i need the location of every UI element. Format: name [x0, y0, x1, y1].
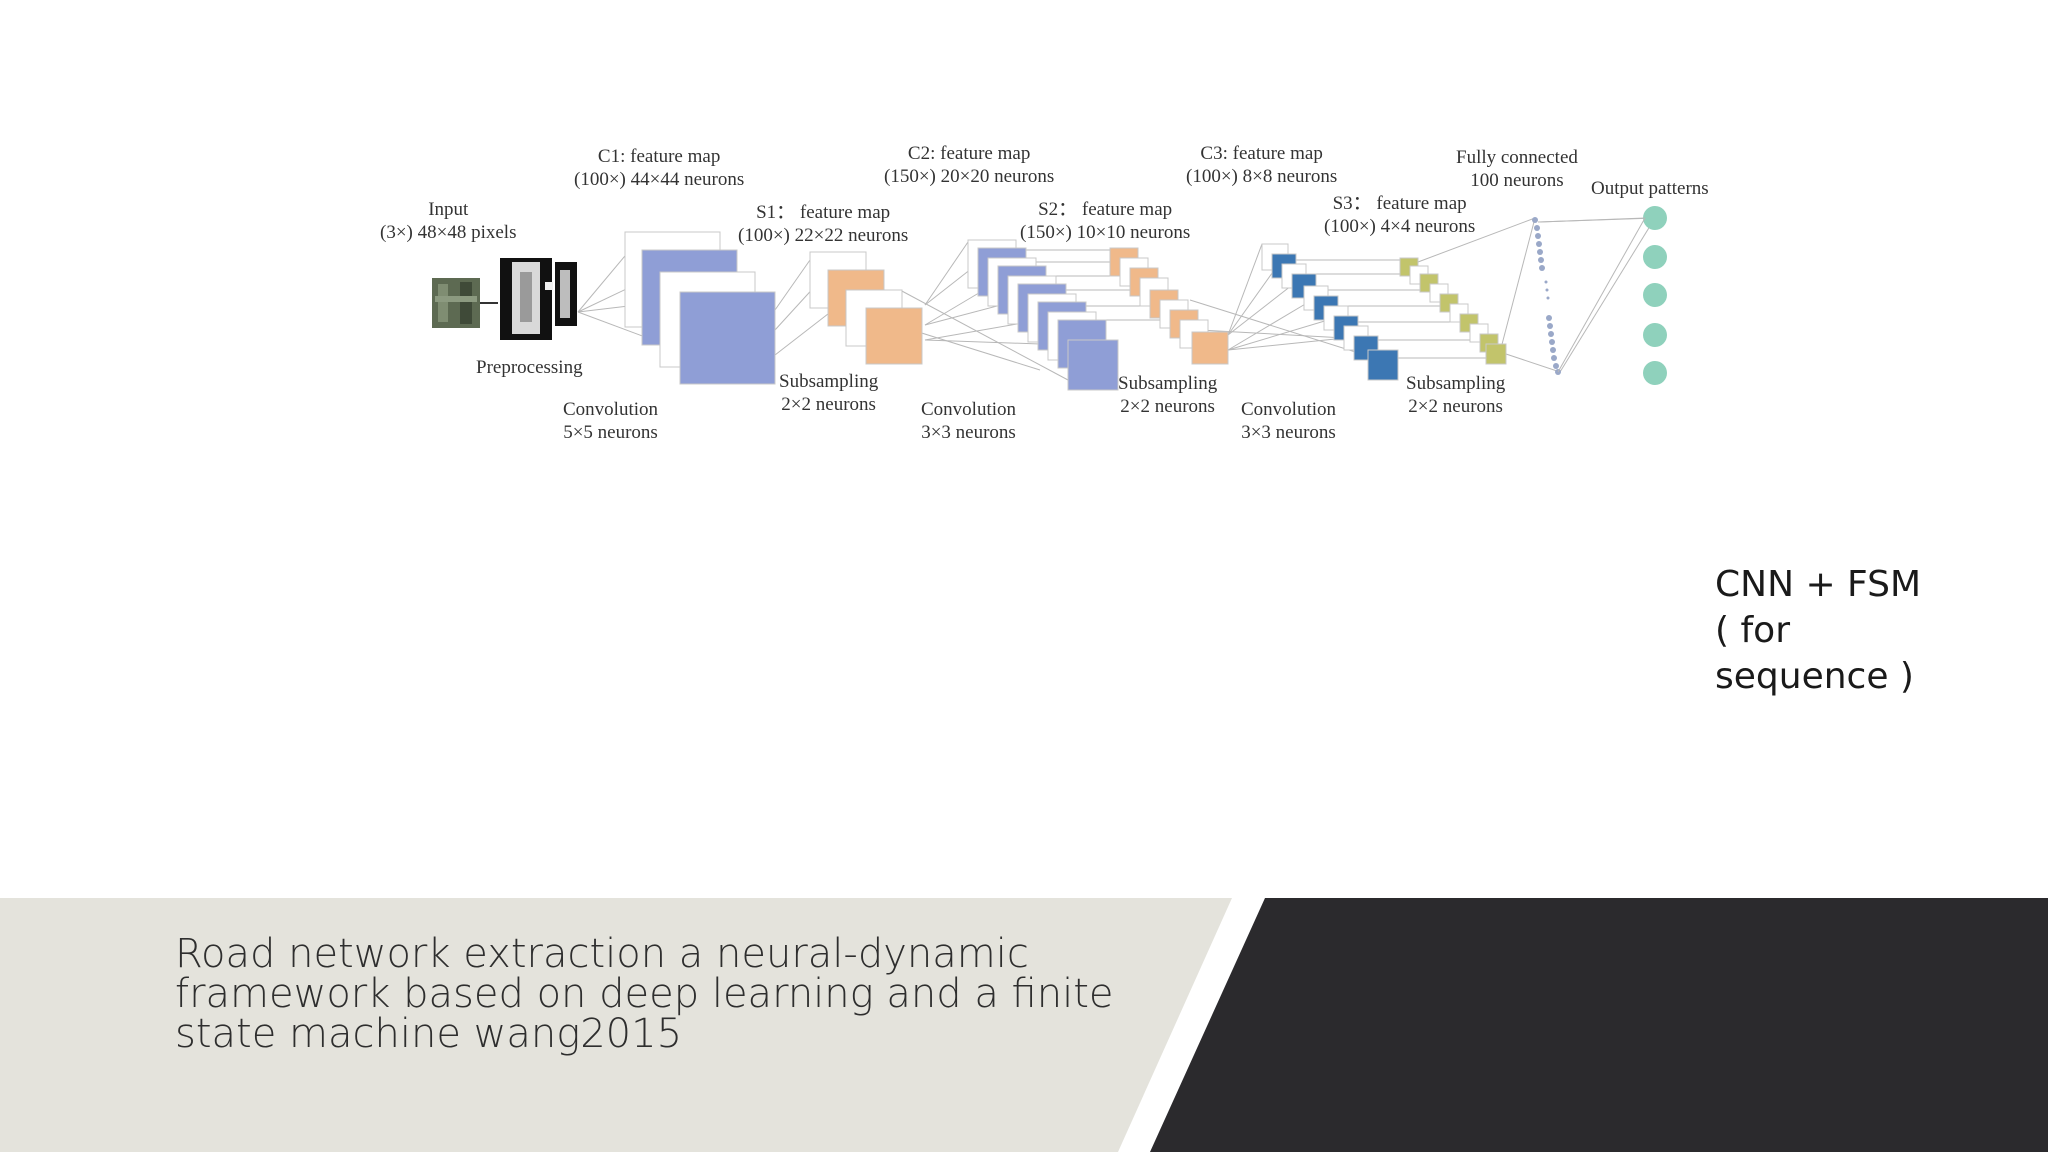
output-connections [1539, 217, 1646, 373]
output-nodes [1643, 206, 1667, 385]
s3-label: S3： feature map(100×) 4×4 neurons [1324, 193, 1476, 237]
footer-light-panel [0, 898, 1232, 1152]
c2-feature-maps [967, 239, 1119, 391]
c2-label: C2: feature map(150×) 20×20 neurons [884, 143, 1055, 187]
footer-dark-panel [1150, 898, 2048, 1152]
side-note-line: CNN + FSM [1715, 564, 1922, 605]
input-label: Input(3×) 48×48 pixels [380, 199, 517, 243]
caption-line: framework based on deep learning and a f… [175, 971, 1114, 1017]
c1-label: C1: feature map(100×) 44×44 neurons [574, 146, 745, 190]
side-note-line: sequence ) [1715, 656, 1914, 697]
fully-connected-neurons [1532, 217, 1561, 375]
s1-label: S1： feature map(100×) 22×22 neurons [738, 202, 909, 246]
side-note: CNN + FSM ( for sequence ) [1715, 562, 1975, 700]
s2-label: S2： feature map(150×) 10×10 neurons [1020, 199, 1191, 243]
side-note-line: ( for [1715, 610, 1790, 651]
slide-caption: Road network extraction a neural-dynamic… [175, 934, 1175, 1054]
c3-label: C3: feature map(100×) 8×8 neurons [1186, 143, 1338, 187]
preprocessed-image [500, 258, 577, 340]
output-patterns-label: Output patterns [1591, 178, 1709, 199]
caption-line: Road network extraction a neural-dynamic [175, 931, 1029, 977]
input-image [432, 278, 480, 328]
preprocessing-label: Preprocessing [476, 357, 583, 378]
cnn-architecture-diagram [432, 206, 1667, 391]
caption-line: state machine wang2015 [175, 1011, 683, 1057]
s2-feature-maps [1109, 247, 1229, 365]
c3-feature-maps [1261, 243, 1399, 381]
s3-feature-maps [1399, 257, 1507, 365]
s1-feature-maps [809, 251, 923, 365]
c1-feature-maps [624, 231, 776, 385]
